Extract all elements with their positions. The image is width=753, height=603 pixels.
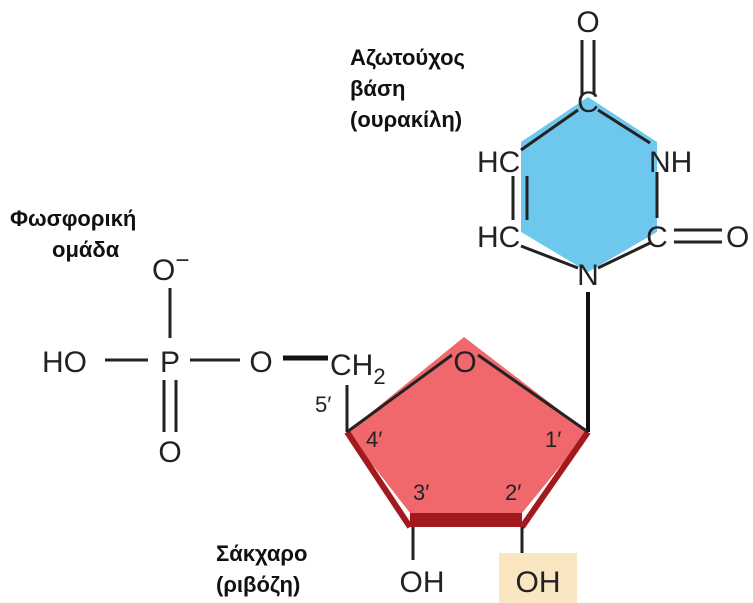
pos-3prime: 3′ bbox=[413, 480, 429, 505]
ch2-subscript: 2 bbox=[373, 364, 385, 389]
base-label-line1: Αζωτούχος bbox=[350, 45, 465, 70]
bond-c4-c5 bbox=[520, 108, 579, 152]
ribose-ring-fill bbox=[347, 337, 588, 513]
pos-5prime: 5′ bbox=[315, 392, 331, 417]
base-label-line2: βάση bbox=[350, 76, 405, 101]
pos-1prime: 1′ bbox=[545, 427, 561, 452]
ribose-edge-top-right bbox=[477, 353, 589, 434]
base-o-top: O bbox=[576, 6, 599, 39]
base-c-right: C bbox=[646, 221, 668, 254]
phosphate-ho: HO bbox=[42, 346, 87, 379]
pos-2prime: 2′ bbox=[505, 480, 521, 505]
ribose-ring-edge bbox=[410, 513, 522, 527]
ribose-edge-left bbox=[344, 430, 413, 529]
phosphate-label-line1: Φωσφορική bbox=[10, 206, 136, 231]
ribose-edge-top-left bbox=[346, 353, 453, 434]
base-hc-upper: HC bbox=[477, 146, 520, 179]
phosphate-label-line2: ομάδα bbox=[52, 237, 120, 262]
sugar-label-line1: Σάκχαρο bbox=[216, 541, 307, 566]
bond-c4-n3 bbox=[597, 108, 651, 145]
oh-3prime: OH bbox=[400, 566, 445, 599]
bond-c2-n1 bbox=[597, 241, 651, 270]
ribose-o-ring: O bbox=[453, 346, 476, 379]
phosphate-o-minus: O− bbox=[152, 247, 189, 287]
base-n-bottom: N bbox=[577, 259, 599, 292]
base-c-top: C bbox=[577, 86, 599, 119]
ribose-edge-right bbox=[519, 430, 591, 529]
bond-c6-n1 bbox=[520, 244, 579, 270]
ch2-label: CH2 bbox=[330, 349, 386, 389]
phosphate-o-bottom: O bbox=[158, 436, 181, 469]
base-o-right: O bbox=[726, 221, 749, 254]
oh-2prime-highlight bbox=[499, 553, 577, 603]
base-hc-lower: HC bbox=[477, 221, 520, 254]
pos-4prime: 4′ bbox=[366, 427, 382, 452]
uracil-ring-fill bbox=[521, 97, 657, 272]
phosphate-o-link: O bbox=[249, 346, 272, 379]
oh-2prime: OH bbox=[516, 566, 561, 599]
minus-sign: − bbox=[175, 247, 189, 274]
base-label-line3: (ουρακίλη) bbox=[350, 107, 462, 132]
base-nh: NH bbox=[649, 146, 692, 179]
sugar-label-line2: (ριβόζη) bbox=[216, 572, 300, 597]
phosphate-p: P bbox=[160, 346, 180, 379]
